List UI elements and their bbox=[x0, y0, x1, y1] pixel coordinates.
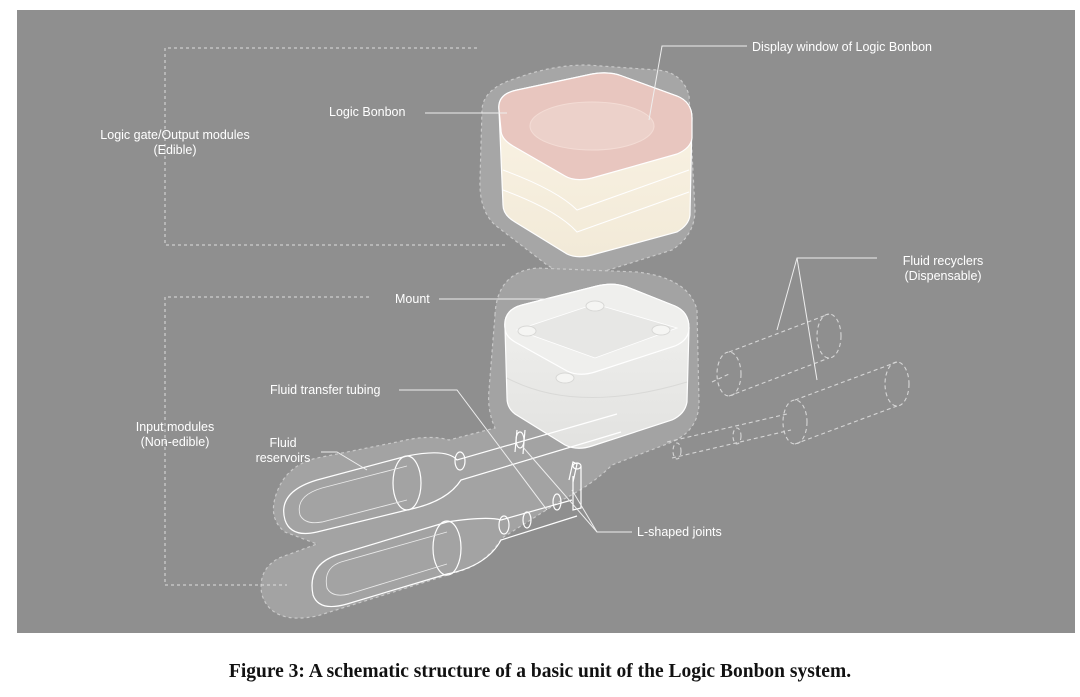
schematic-figure: Display window of Logic Bonbon Logic Bon… bbox=[17, 10, 1075, 633]
input-modules-label: Input modules (Non-edible) bbox=[115, 420, 235, 450]
input-modules-line1: Input modules bbox=[135, 420, 215, 434]
fluid-recyclers-line1: Fluid recyclers bbox=[902, 254, 984, 268]
logic-gate-output-line1: Logic gate/Output modules bbox=[100, 128, 250, 142]
fluid-recyclers-shape bbox=[666, 313, 910, 460]
fluid-transfer-tubing-label: Fluid transfer tubing bbox=[270, 383, 381, 397]
figure-caption: Figure 3: A schematic structure of a bas… bbox=[228, 661, 852, 682]
input-modules-line2: (Non-edible) bbox=[140, 435, 210, 449]
logic-bonbon-label: Logic Bonbon bbox=[329, 105, 406, 119]
logic-gate-output-line2: (Edible) bbox=[153, 143, 197, 157]
mount-label: Mount bbox=[395, 292, 430, 306]
fluid-recyclers-label: Fluid recyclers (Dispensable) bbox=[883, 254, 1003, 284]
display-window-shape bbox=[498, 72, 693, 181]
fluid-recyclers-line2: (Dispensable) bbox=[904, 269, 982, 283]
l-shaped-joints-label: L-shaped joints bbox=[637, 525, 722, 539]
display-window-label: Display window of Logic Bonbon bbox=[752, 40, 932, 54]
fluid-reservoirs-line2: reservoirs bbox=[255, 451, 311, 465]
schematic-drawing bbox=[164, 45, 910, 619]
reservoir-inner-lines bbox=[298, 465, 448, 596]
fluid-reservoirs-line1: Fluid bbox=[269, 436, 297, 450]
fluid-reservoirs-shape bbox=[283, 413, 622, 608]
bracket-lines bbox=[164, 47, 507, 586]
logic-gate-output-label: Logic gate/Output modules (Edible) bbox=[75, 128, 275, 158]
mount-shape bbox=[504, 283, 690, 449]
fluid-reservoirs-label: Fluid reservoirs bbox=[245, 436, 321, 466]
leader-lines bbox=[321, 45, 877, 533]
